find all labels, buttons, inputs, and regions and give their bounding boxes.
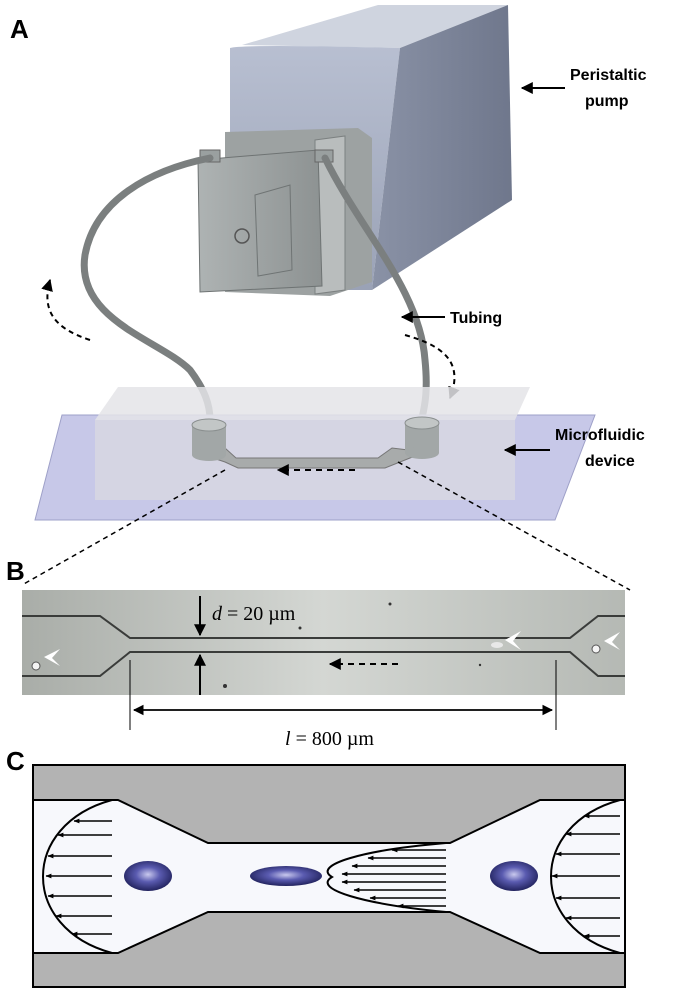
cell-left bbox=[31, 661, 41, 671]
panel-c-letter: C bbox=[6, 746, 25, 776]
length-symbol: l bbox=[285, 728, 291, 750]
velocity-arrows-middle bbox=[341, 847, 446, 909]
width-symbol: d bbox=[212, 603, 223, 625]
velocity-arrows-right bbox=[551, 813, 620, 939]
micrograph-background bbox=[22, 590, 625, 695]
flow-arrow-right bbox=[404, 334, 460, 400]
tubing-label: Tubing bbox=[450, 310, 502, 327]
pump-head-front bbox=[197, 149, 323, 293]
channel-wall-bottom bbox=[22, 651, 625, 677]
panel-a-letter: A bbox=[10, 14, 29, 44]
width-label: d = 20 µm bbox=[212, 603, 296, 625]
device-label-line1: Microfluidic bbox=[555, 427, 645, 444]
cell-in-channel bbox=[491, 642, 503, 648]
pump-label-line2: pump bbox=[585, 93, 629, 110]
debris bbox=[223, 684, 227, 688]
cell-right bbox=[591, 644, 601, 654]
pump-top-face bbox=[242, 5, 508, 48]
zoom-line-right bbox=[397, 461, 631, 591]
width-value: = 20 µm bbox=[222, 603, 296, 625]
cell-relaxed-right bbox=[490, 861, 538, 891]
tube-left bbox=[80, 154, 214, 424]
channel-wall-top bbox=[22, 615, 625, 639]
schematic-channel bbox=[32, 799, 626, 954]
cell-stretched-middle bbox=[250, 866, 322, 886]
velocity-arrows-left bbox=[45, 818, 112, 937]
debris bbox=[478, 663, 482, 667]
debris bbox=[298, 626, 302, 630]
pump-label-line1: Peristaltic bbox=[570, 67, 647, 84]
debris bbox=[388, 602, 392, 606]
pump-rotor-detail bbox=[254, 184, 293, 277]
peristaltic-pump bbox=[197, 5, 512, 296]
channel-schematic bbox=[32, 764, 626, 988]
pump-rotor-hub bbox=[234, 228, 250, 244]
panel-b-letter: B bbox=[6, 556, 25, 586]
cell-relaxed-left bbox=[124, 861, 172, 891]
device-label-line2: device bbox=[585, 453, 635, 470]
cell-marker-left bbox=[44, 649, 60, 666]
outlet-reservoir-right bbox=[404, 416, 440, 459]
inlet-reservoir-left bbox=[191, 418, 227, 461]
profile-right bbox=[550, 799, 621, 954]
zoom-line-left bbox=[21, 469, 226, 586]
flow-arrow-left bbox=[41, 278, 91, 341]
profile-middle bbox=[326, 842, 447, 913]
length-value: = 800 µm bbox=[291, 728, 375, 750]
cell-marker-channel bbox=[505, 631, 521, 650]
length-label: l = 800 µm bbox=[285, 728, 374, 750]
cell-marker-right bbox=[604, 632, 620, 650]
pump-side-face bbox=[372, 5, 512, 290]
device-pdms-top bbox=[95, 387, 530, 420]
microfluidic-device bbox=[34, 387, 596, 521]
profile-left bbox=[42, 799, 113, 954]
micrograph bbox=[22, 590, 625, 695]
